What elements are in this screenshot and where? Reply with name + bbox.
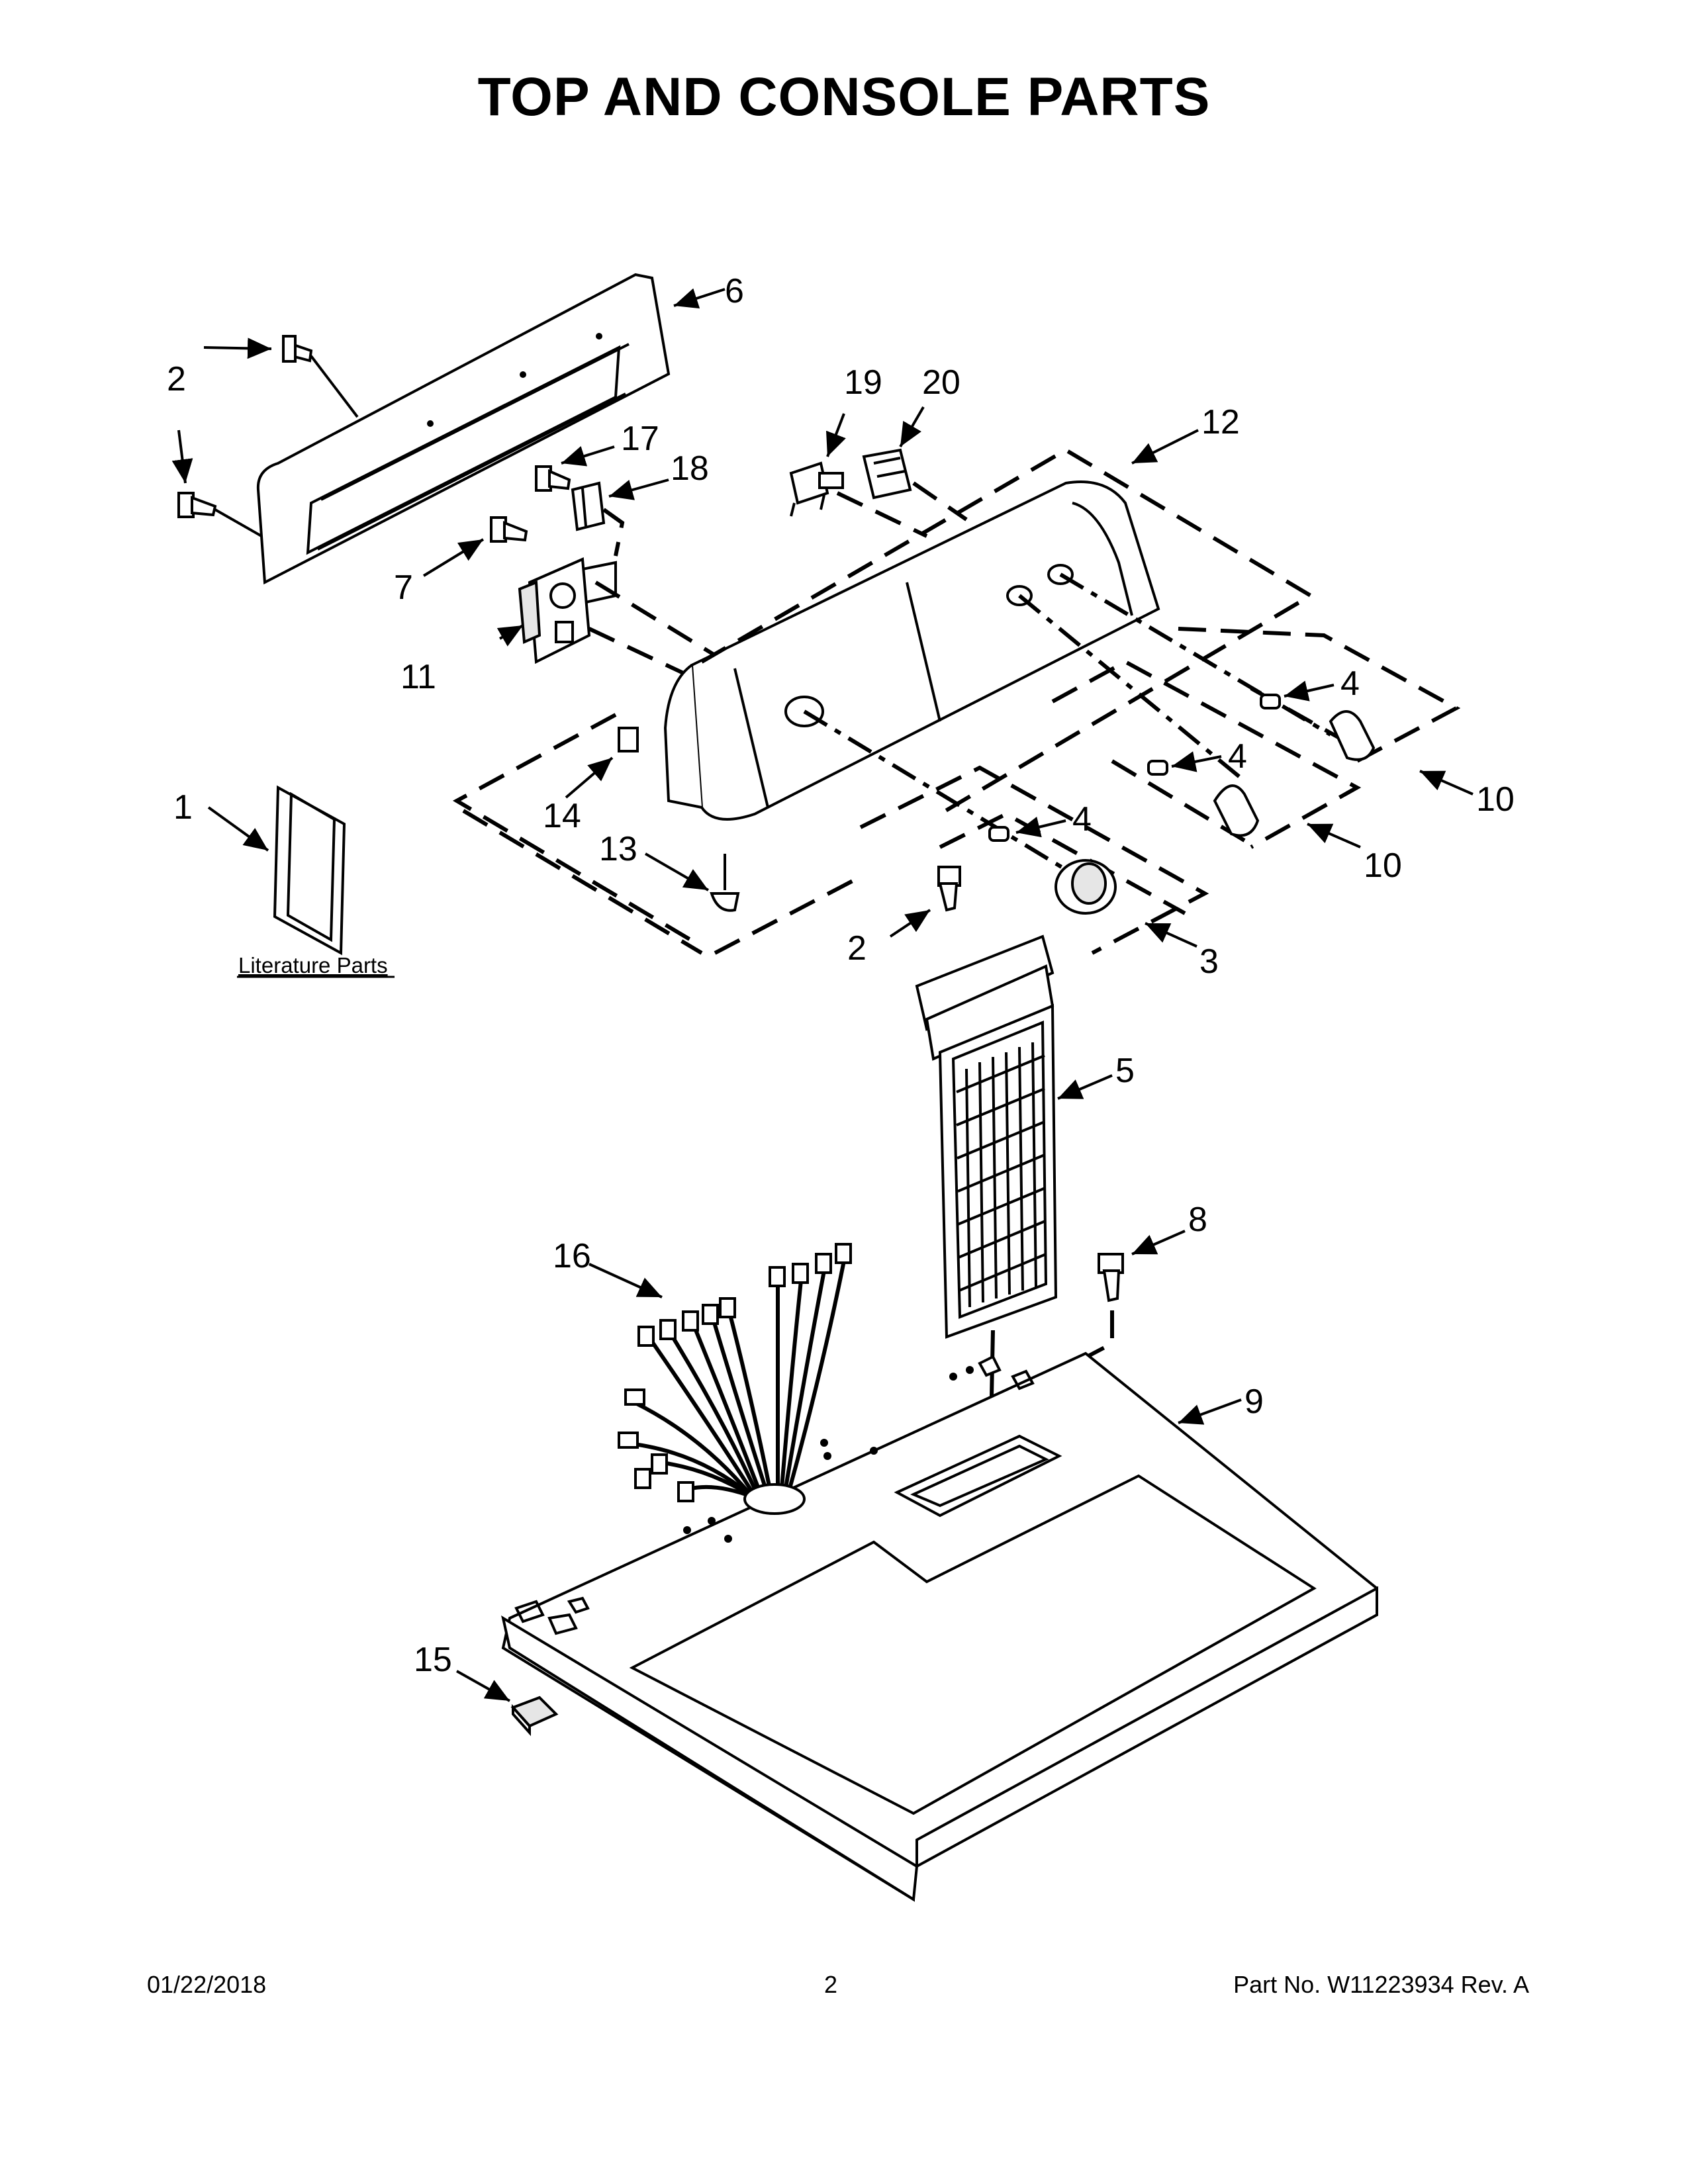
callout-17: 17 [621,420,659,458]
callout-20: 20 [922,363,961,402]
literature-manual-1 [273,785,346,956]
wire-harness-16 [618,1243,852,1502]
spring-4-middle [1147,760,1168,776]
screw-7 [490,516,528,543]
screw-17 [535,465,571,492]
callout-1: 1 [173,788,193,827]
callout-13: 13 [599,830,637,868]
callout-8: 8 [1188,1201,1207,1239]
callout-12: 12 [1201,403,1240,441]
callout-19: 19 [844,363,882,402]
spring-4-upper [1260,694,1281,709]
callout-18: 18 [671,449,709,488]
control-console-12 [663,480,1160,821]
spring-4-lower [988,826,1009,842]
screw-8 [1098,1253,1124,1302]
callout-5: 5 [1115,1052,1135,1090]
page-title: TOP AND CONSOLE PARTS [477,67,1211,127]
callout-4c: 4 [1340,664,1360,703]
switch-20 [862,448,912,500]
timer-switch-11 [518,557,617,664]
callout-9: 9 [1244,1383,1264,1421]
callout-14: 14 [543,797,581,835]
callout-10a: 10 [1476,780,1515,819]
clip-14 [618,727,639,752]
bracket-13 [710,892,740,912]
pad-15 [510,1696,559,1737]
screw-2-lower [177,492,217,518]
footer-date: 01/22/2018 [147,1971,267,1998]
lint-screen-5 [915,934,1058,1339]
rear-console-panel [256,273,671,585]
callout-2b: 2 [847,929,867,968]
callout-4b: 4 [1228,737,1247,776]
footer-page-number: 2 [824,1971,838,1998]
callout-10b: 10 [1364,846,1402,885]
screw-2-upper [282,335,313,363]
callout-11: 11 [400,658,436,696]
callout-2a: 2 [167,360,186,398]
screw-2-console [937,866,961,912]
callout-7: 7 [394,569,413,607]
callout-3: 3 [1199,942,1219,981]
callout-6: 6 [725,272,744,310]
knob-10-right [1329,710,1376,761]
callout-15: 15 [414,1641,452,1679]
knob-10-middle [1213,784,1260,837]
literature-parts-label: Literature Parts [238,953,388,978]
footer-part-number: Part No. W11223934 Rev. A [1233,1971,1529,1998]
switch-19 [789,461,844,517]
wire-clip-18 [571,481,606,531]
top-panel-9 [501,1351,1378,1902]
knob-3 [1055,859,1117,915]
callout-4a: 4 [1072,800,1092,839]
callout-16: 16 [553,1237,591,1275]
